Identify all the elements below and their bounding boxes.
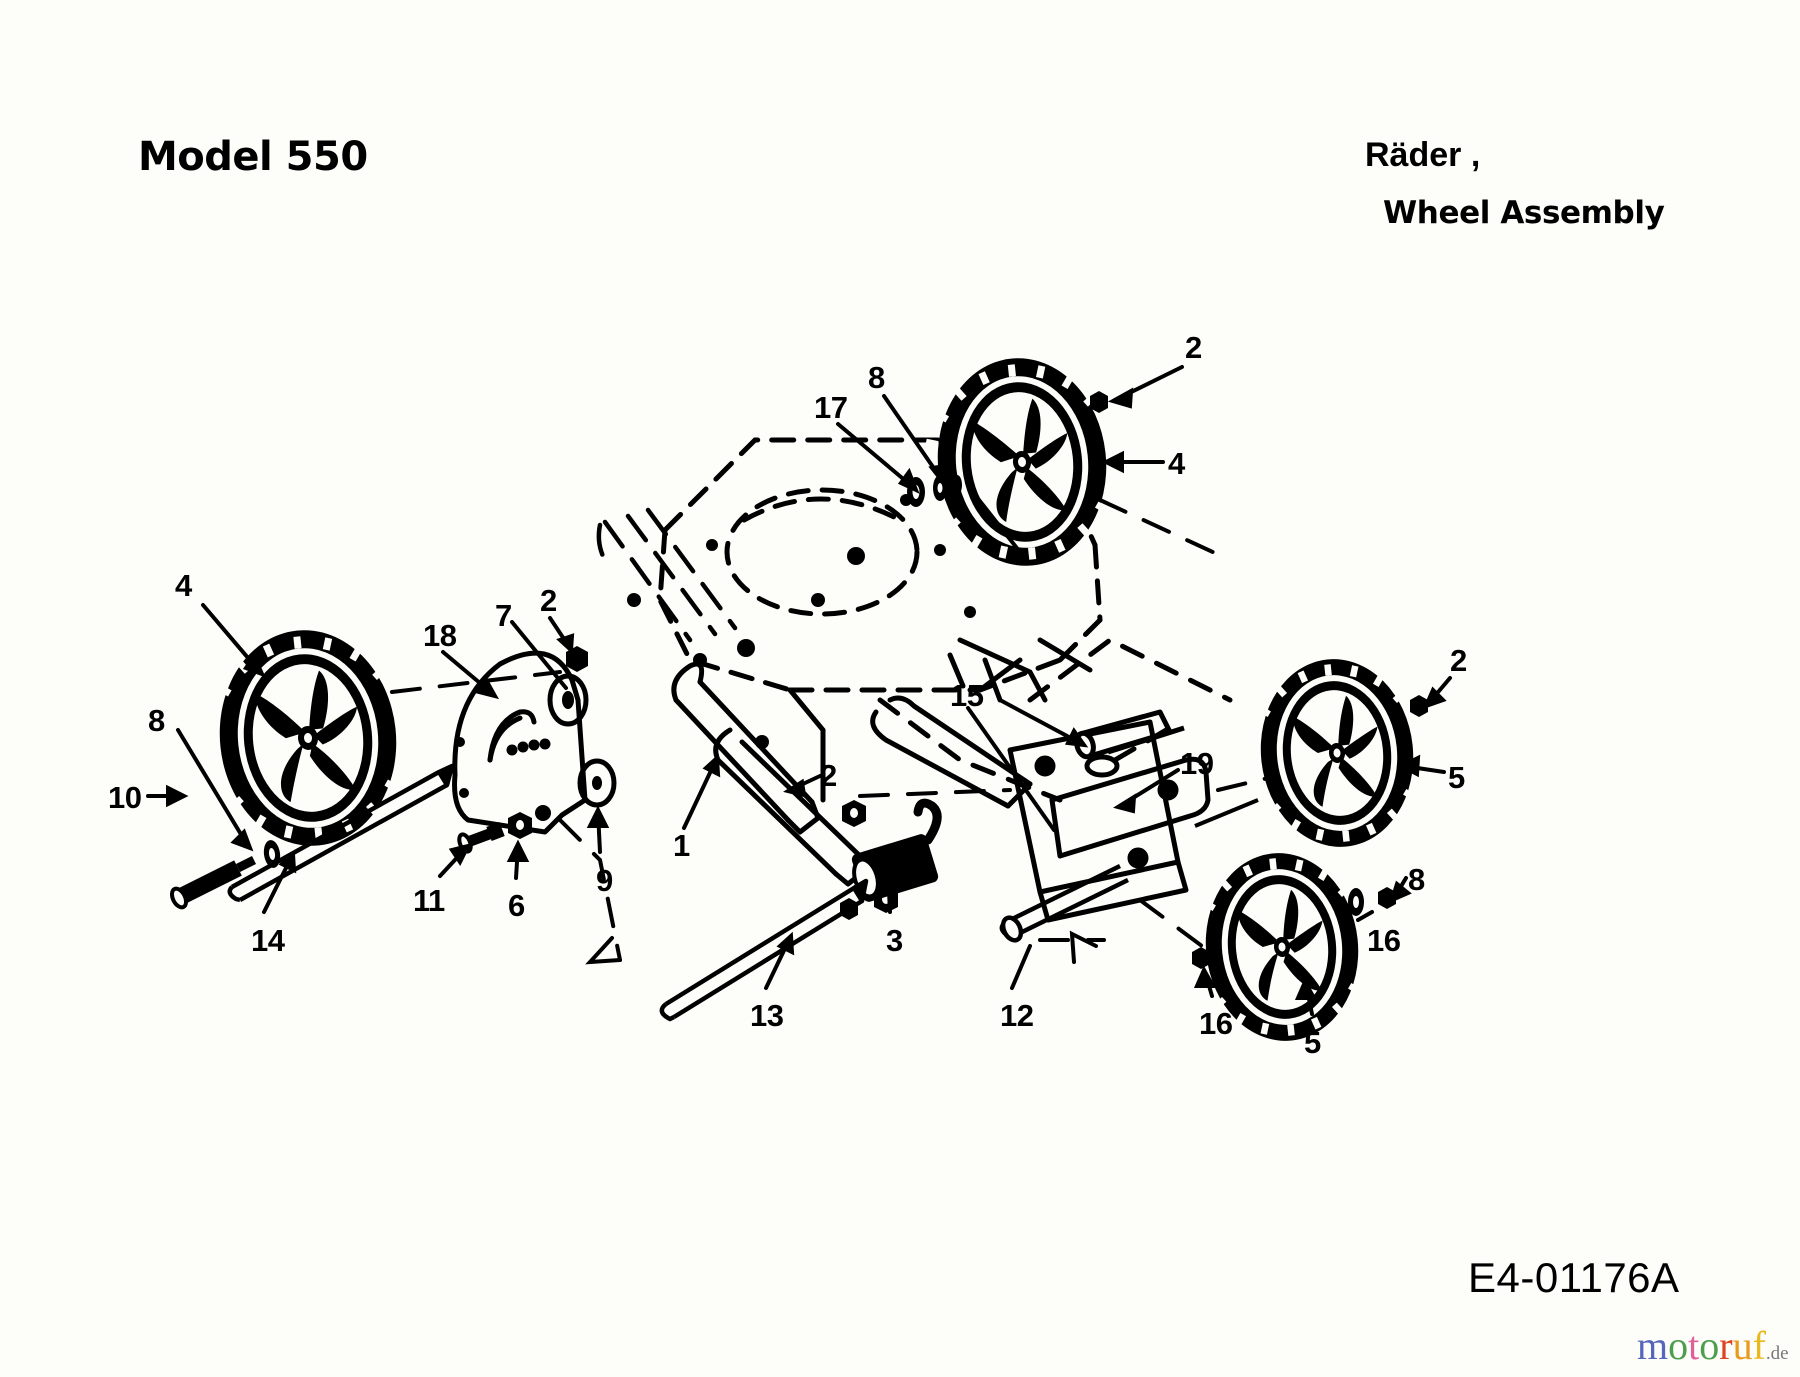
axle-rod-12 (999, 863, 1129, 943)
callout-2-right[interactable]: 2 (1450, 643, 1467, 678)
motoruf-watermark: motoruf.de (1637, 1326, 1789, 1366)
axle-rod-14 (227, 763, 455, 903)
callout-13[interactable]: 13 (750, 998, 784, 1033)
callout-18[interactable]: 18 (423, 618, 457, 653)
nut-right-lower (1378, 887, 1396, 909)
nut-rod-13 (840, 898, 858, 920)
watermark-letter-6: f (1752, 1323, 1766, 1368)
watermark-letter-3: o (1699, 1323, 1720, 1368)
axle-rod-13 (659, 878, 869, 1022)
callout-9[interactable]: 9 (596, 863, 613, 898)
callout-16-right[interactable]: 16 (1367, 923, 1401, 958)
callout-19[interactable]: 19 (1180, 746, 1214, 781)
bracket-pivot-boss (547, 673, 589, 727)
callout-15[interactable]: 15 (950, 678, 984, 713)
callout-8-left[interactable]: 8 (148, 703, 165, 738)
link-arm-1 (671, 661, 869, 887)
callout-17[interactable]: 17 (814, 390, 848, 425)
drawing-code: E4-01176A (1468, 1254, 1680, 1301)
callout-5-right[interactable]: 5 (1448, 760, 1465, 795)
page-title-german: Räder , (1365, 136, 1481, 174)
spring-3 (851, 798, 942, 902)
page-title-english: Wheel Assembly (1383, 195, 1665, 231)
callout-2-top-right[interactable]: 2 (1185, 330, 1202, 365)
callout-1[interactable]: 1 (673, 828, 690, 863)
callout-16-bottom[interactable]: 16 (1199, 1006, 1233, 1041)
callout-8-top[interactable]: 8 (868, 360, 885, 395)
washer-right-lower (1348, 888, 1364, 916)
height-adjust-bracket (452, 650, 588, 835)
nut-6 (508, 812, 532, 839)
right-frame-plate (1007, 719, 1189, 923)
mower-deck-blade-circle (724, 487, 920, 617)
callout-4-left[interactable]: 4 (175, 568, 192, 603)
mower-deck-edge-lines (596, 507, 738, 643)
nut-left-of-right-lower (1192, 947, 1210, 969)
nut-upper-right (1090, 391, 1108, 413)
callout-3[interactable]: 3 (886, 923, 903, 958)
wheel-left (206, 630, 410, 846)
bolt-11 (457, 821, 505, 854)
callout-14[interactable]: 14 (251, 923, 285, 958)
callout-2-center[interactable]: 2 (540, 583, 557, 618)
washer-9 (577, 758, 617, 808)
callout-leader-lines (146, 365, 1452, 1016)
callout-6[interactable]: 6 (508, 888, 525, 923)
callout-12[interactable]: 12 (1000, 998, 1034, 1033)
callout-11[interactable]: 11 (413, 883, 445, 918)
bolt-left (169, 855, 257, 910)
watermark-suffix: .de (1765, 1343, 1789, 1364)
callout-8-bottom[interactable]: 8 (1408, 862, 1425, 897)
mower-deck-dots (627, 494, 976, 749)
callout-4-right[interactable]: 4 (1168, 446, 1185, 481)
assembly-guide-lines (390, 498, 1270, 965)
watermark-letter-4: r (1719, 1323, 1733, 1368)
callout-10[interactable]: 10 (108, 780, 142, 815)
watermark-letter-1: o (1668, 1323, 1689, 1368)
watermark-letter-0: m (1637, 1323, 1669, 1368)
page-title-model: Model 550 (138, 134, 368, 180)
watermark-letter-5: u (1732, 1323, 1753, 1368)
callout-5-bottom[interactable]: 5 (1304, 1025, 1321, 1060)
wheel-right-upper (1248, 659, 1426, 847)
bar-19 (1049, 756, 1211, 859)
nut-right-upper (1410, 695, 1428, 717)
watermark-letter-2: t (1688, 1323, 1700, 1368)
callout-7[interactable]: 7 (495, 598, 512, 633)
nut-link-upper (842, 800, 866, 827)
axle-stub-right-upper (1194, 798, 1259, 828)
callout-2-mid[interactable]: 2 (820, 758, 837, 793)
axle-tube-right (1107, 725, 1185, 755)
bracket-notch-dots (455, 737, 551, 821)
wheel-upper-right (924, 358, 1120, 566)
